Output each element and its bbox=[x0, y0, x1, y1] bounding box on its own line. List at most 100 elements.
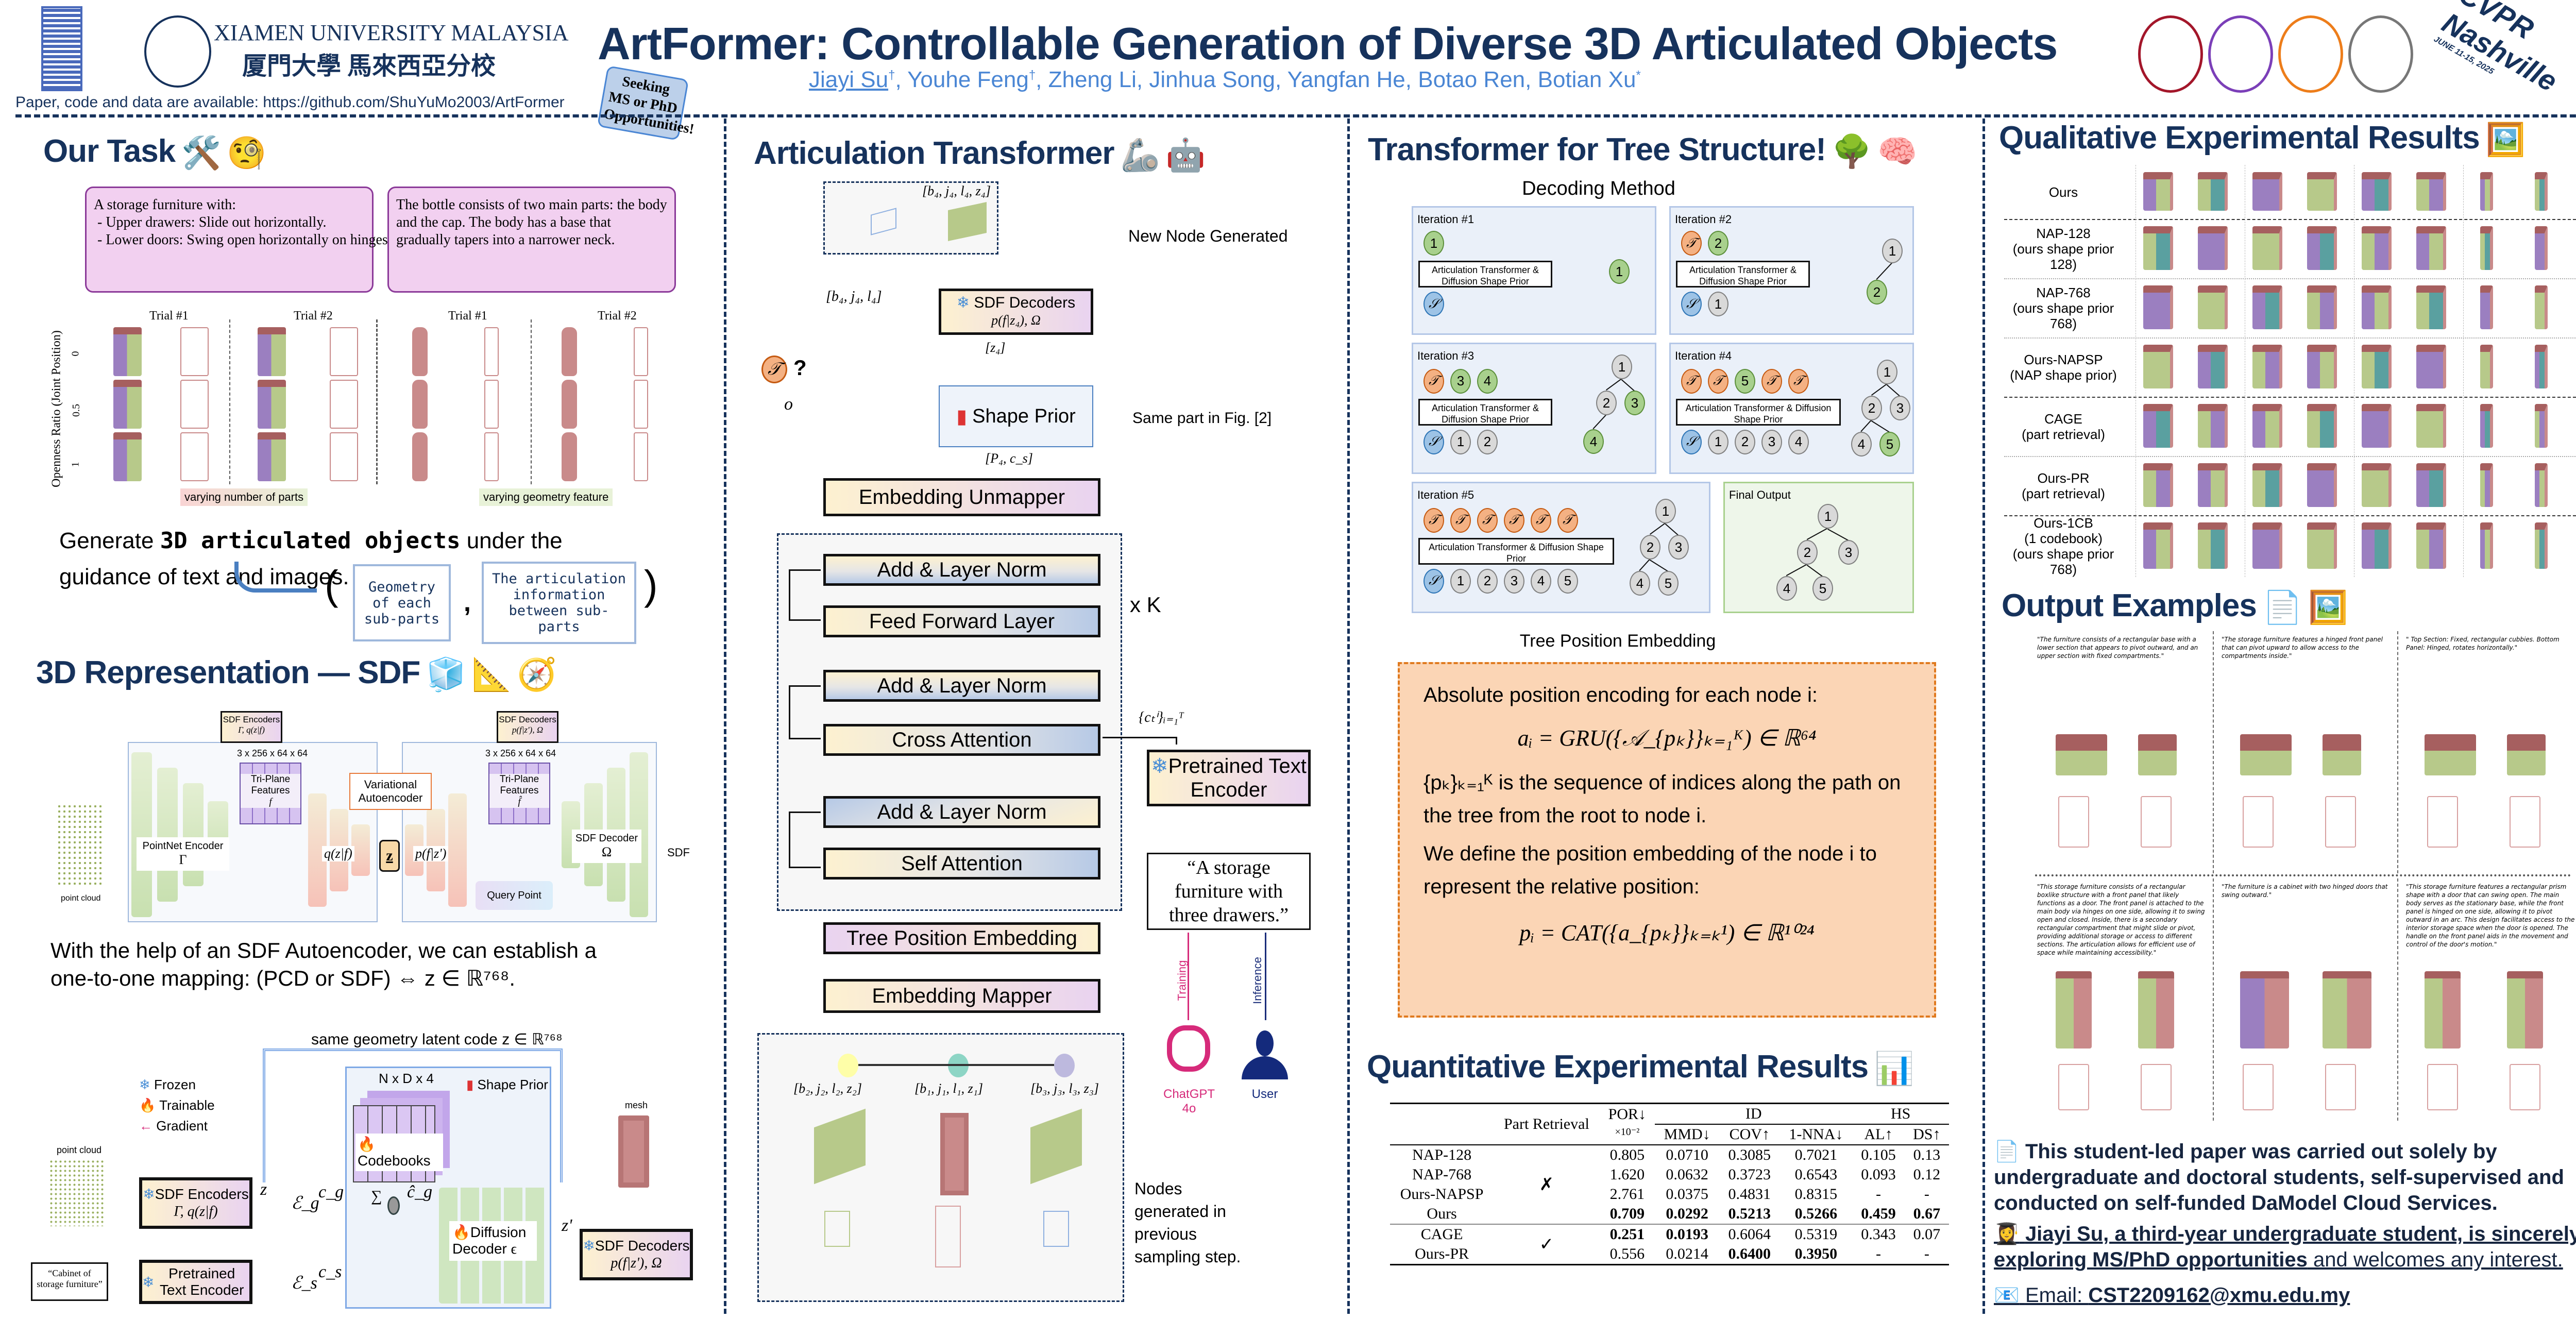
sdf-encoders-tag-label: SDF Encoders bbox=[223, 715, 280, 724]
tuple-articulation-box: The articulation information between sub… bbox=[482, 562, 636, 644]
wireframe-object bbox=[330, 432, 358, 481]
cvpr-logo: CVPR Nashville JUNE 11-15, 2025 bbox=[2432, 0, 2576, 110]
prompt1-line: - Lower doors: Swing open horizontally o… bbox=[94, 232, 392, 248]
sdf-decoder-text: SDF Decoder bbox=[575, 833, 638, 844]
tree-edge bbox=[1649, 522, 1666, 535]
rendered-object bbox=[412, 327, 428, 376]
seeking-badge[interactable]: Seeking MS or PhD Opportunities! bbox=[597, 65, 696, 141]
book-icon: ▮ bbox=[466, 1077, 474, 1092]
method-cell: Ours-PR bbox=[1415, 1245, 1469, 1262]
tree-icon: 🌳 bbox=[1832, 134, 1872, 170]
result-thumbnail bbox=[2362, 463, 2392, 507]
z-prime-symbol: z' bbox=[562, 1216, 572, 1235]
result-thumbnail bbox=[2362, 172, 2392, 211]
input-token-node: 3 bbox=[1504, 568, 1524, 594]
example-wireframe bbox=[2510, 796, 2540, 848]
point-cloud-label: point cloud bbox=[57, 1145, 102, 1155]
stack-label: Cross Attention bbox=[892, 728, 1032, 751]
cg-symbol: c_g bbox=[318, 1182, 344, 1202]
latent-skip-connection bbox=[263, 1049, 563, 1182]
epsilon-symbol: ϵ bbox=[511, 1241, 517, 1257]
sdf-encoders-math: Γ, q(z|f) bbox=[174, 1204, 218, 1220]
stack-label: Self Attention bbox=[901, 852, 1023, 875]
sdf-encoders-label: ❄SDF Encoders bbox=[143, 1186, 249, 1203]
header-por: POR↓ bbox=[1608, 1105, 1647, 1123]
decoding-method-title: Decoding Method bbox=[1522, 178, 1675, 199]
output-token-node: 𝒯 bbox=[1477, 508, 1498, 533]
author-name[interactable]: Jiayi Su bbox=[809, 67, 889, 92]
result-thumbnail bbox=[2307, 226, 2337, 270]
openness-tick: 0 bbox=[70, 351, 81, 357]
wireframe-object bbox=[484, 432, 499, 481]
chatgpt-label: ChatGPT 4o bbox=[1163, 1087, 1215, 1115]
tpe-line: We define the position embedding of the … bbox=[1423, 842, 1877, 898]
output-token-node: 𝒯 bbox=[1708, 368, 1728, 394]
example-render bbox=[2507, 734, 2546, 775]
embedding-mapper-text: Embedding Mapper bbox=[872, 984, 1052, 1007]
wireframe-object bbox=[180, 432, 209, 481]
point-cloud-image bbox=[49, 1159, 106, 1226]
tree-edge bbox=[1871, 383, 1887, 396]
triplane-dims-dec: 3 x 256 x 64 x 64 bbox=[485, 748, 556, 758]
row-divider bbox=[2004, 278, 2576, 279]
tree-edge bbox=[1886, 384, 1900, 397]
method-cell: Ours-NAPSP bbox=[1400, 1186, 1484, 1203]
method-sub: (part retrieval) bbox=[2022, 426, 2105, 442]
example-render bbox=[2056, 734, 2107, 775]
iteration-label: Iteration #4 bbox=[1675, 349, 1732, 362]
output-token-node: 𝒯 bbox=[1423, 508, 1444, 533]
author-name: Jinhua Song bbox=[1149, 67, 1275, 92]
email-line[interactable]: 📧 Email: CST2209162@xmu.edu.my bbox=[1994, 1283, 2350, 1307]
tree-edge bbox=[1827, 529, 1849, 541]
note-varying-geometry: varying geometry feature bbox=[479, 488, 613, 506]
header-por-scale: ×10⁻² bbox=[1615, 1126, 1640, 1138]
tuple-open-paren: ( bbox=[325, 562, 338, 608]
gradient-arrow-icon: ← bbox=[139, 1118, 152, 1134]
metric-cell: 0.0214 bbox=[1666, 1245, 1708, 1262]
example-caption: "This storage furniture consists of a re… bbox=[2037, 883, 2205, 956]
new-node-generated-label: New Node Generated bbox=[1128, 227, 1288, 245]
author-name: Zheng Li bbox=[1048, 67, 1137, 92]
email-address[interactable]: CST2209162@xmu.edu.my bbox=[2088, 1284, 2350, 1307]
method-cell: CAGE bbox=[1420, 1226, 1463, 1243]
graduate-icon: 👩‍🎓 bbox=[1994, 1223, 2020, 1245]
result-thumbnail bbox=[2307, 463, 2337, 507]
inference-arrow bbox=[1265, 933, 1266, 1020]
node-vector: [b₂, j₂, l₂, z₂] bbox=[793, 1081, 862, 1096]
tree-node: 4 bbox=[1583, 429, 1604, 454]
stack-label: Add & Layer Norm bbox=[877, 800, 1047, 823]
openness-tick: 0.5 bbox=[71, 404, 82, 417]
tree-edge bbox=[1621, 379, 1635, 392]
tree-node: 1 bbox=[1609, 259, 1630, 284]
legend-gradient-label: Gradient bbox=[156, 1118, 208, 1134]
z-symbol: z bbox=[260, 1180, 267, 1199]
text-encoder-text: Pretrained Text Encoder bbox=[1168, 755, 1307, 801]
output-token-node: 4 bbox=[1477, 368, 1498, 394]
result-thumbnail bbox=[2535, 285, 2548, 329]
availability-link[interactable]: Paper, code and data are available: http… bbox=[15, 94, 565, 111]
output-token-node: 𝒯 bbox=[1450, 508, 1471, 533]
shape-prior-tag: ▮ Shape Prior bbox=[466, 1077, 548, 1093]
our-task-title: Our Task bbox=[43, 133, 176, 169]
metric-cell: 0.0632 bbox=[1666, 1166, 1708, 1183]
metric-cell: 0.07 bbox=[1913, 1226, 1941, 1243]
qr-code[interactable] bbox=[41, 6, 82, 91]
result-thumbnail bbox=[2198, 226, 2228, 270]
email-icon: 📧 bbox=[1994, 1284, 2020, 1307]
cabinet-part-image bbox=[940, 1113, 969, 1195]
column-divider-3 bbox=[1982, 119, 1985, 1314]
author-mark: * bbox=[1636, 68, 1641, 82]
tree-edge bbox=[1786, 564, 1807, 576]
method-label: Ours-PR(part retrieval) bbox=[1999, 456, 2128, 515]
sdf-decoders-label: ❄SDF Decoders bbox=[583, 1237, 689, 1255]
example-render bbox=[2138, 971, 2174, 1049]
pointnet-text: PointNet Encoder bbox=[142, 840, 224, 852]
shape-prior-box: ▮Shape Prior bbox=[939, 385, 1093, 447]
text-encoder-text: Pretrained Text Encoder bbox=[160, 1265, 244, 1298]
header-empty bbox=[1390, 1104, 1494, 1145]
column-divider-2 bbox=[1347, 119, 1350, 1314]
metric-cell: 0.12 bbox=[1913, 1166, 1941, 1183]
result-thumbnail bbox=[2535, 345, 2548, 388]
tree-edge bbox=[1871, 420, 1890, 433]
